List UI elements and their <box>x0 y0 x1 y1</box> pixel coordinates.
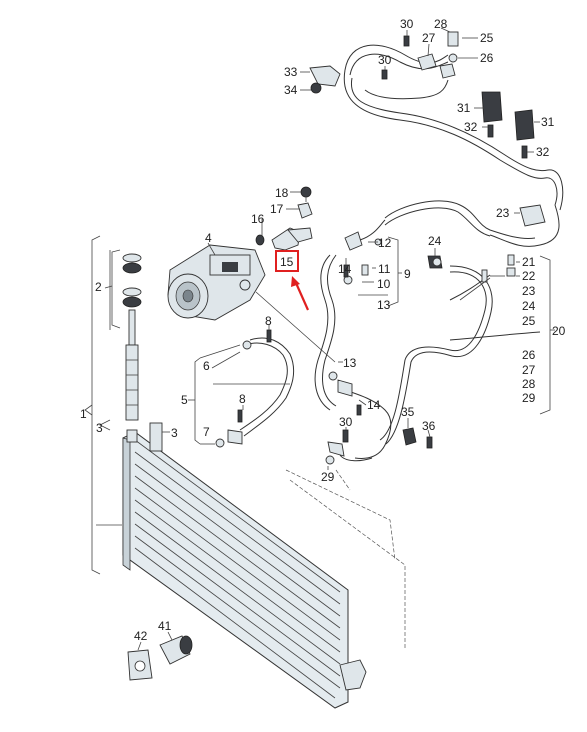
callout-32-left: 32 <box>464 120 478 134</box>
callout-17: 17 <box>270 202 284 216</box>
callout-24: 24 <box>428 234 442 248</box>
callout-10: 10 <box>377 277 391 291</box>
top-right-fittings <box>381 31 459 80</box>
bracket-33 <box>309 65 341 94</box>
callout-22: 22 <box>522 269 536 283</box>
callout-11: 11 <box>378 262 391 276</box>
callout-15: 15 <box>280 255 294 269</box>
callout-26-list: 26 <box>522 348 536 362</box>
leader-lines <box>84 27 555 651</box>
high-pressure-pipe <box>314 254 541 462</box>
callout-20: 20 <box>552 324 566 338</box>
highlight-15 <box>275 250 310 311</box>
clip-24 <box>427 255 443 269</box>
pressure-switch <box>127 635 193 681</box>
suction-hose <box>359 200 536 241</box>
callout-29-list: 29 <box>522 391 536 405</box>
callout-30-top: 30 <box>400 17 414 31</box>
callout-31-right: 31 <box>541 115 555 129</box>
callout-8-lower: 8 <box>239 392 246 406</box>
condenser <box>122 422 367 709</box>
callout-4: 4 <box>205 231 212 245</box>
callout-26: 26 <box>480 51 494 65</box>
callout-33: 33 <box>284 65 298 79</box>
callout-25-list: 25 <box>522 314 536 328</box>
bracket-35 <box>402 427 433 449</box>
callout-27-list: 27 <box>522 363 536 377</box>
callout-8-upper: 8 <box>265 314 272 328</box>
pressure-line-5 <box>239 337 295 437</box>
callout-23-list: 23 <box>522 284 536 298</box>
callout-28: 28 <box>434 17 448 31</box>
callout-30-low: 30 <box>339 415 353 429</box>
callout-3: 3 <box>96 421 103 435</box>
fittings-29-30 <box>325 429 349 465</box>
receiver-drier <box>122 253 142 421</box>
callout-14-upper: 14 <box>338 262 352 276</box>
callout-42: 42 <box>134 629 148 643</box>
callout-6: 6 <box>203 359 210 373</box>
callout-9: 9 <box>404 267 411 281</box>
callout-18: 18 <box>275 186 289 200</box>
callout-24-list: 24 <box>522 299 536 313</box>
upper-pipe-lines <box>343 44 564 247</box>
bolts-8 <box>215 329 272 448</box>
callout-29: 29 <box>321 470 335 484</box>
callout-27: 27 <box>422 31 436 45</box>
compressor <box>167 244 266 321</box>
callout-34: 34 <box>284 83 298 97</box>
callout-12: 12 <box>378 236 392 250</box>
callout-31-left: 31 <box>457 101 471 115</box>
callout-30-mid: 30 <box>378 53 392 67</box>
callout-13-lower: 13 <box>343 356 357 370</box>
callout-3-small: 3 <box>171 426 178 440</box>
bracket-15 <box>271 227 313 251</box>
callout-41: 41 <box>158 619 172 633</box>
callout-14-lower: 14 <box>367 398 381 412</box>
callout-2: 2 <box>95 280 102 294</box>
callout-25: 25 <box>480 31 494 45</box>
callout-21: 21 <box>522 255 536 269</box>
callout-5: 5 <box>181 393 188 407</box>
callout-labels: 1 2 3 3 4 5 6 7 8 8 9 10 11 12 13 13 14 … <box>80 17 566 643</box>
holders-31 <box>481 91 535 159</box>
callout-13-upper: 13 <box>377 298 391 312</box>
valves-21-22 <box>481 254 516 283</box>
callout-1: 1 <box>80 407 87 421</box>
callout-36: 36 <box>422 419 436 433</box>
callout-23-upper: 23 <box>496 206 510 220</box>
callout-7: 7 <box>203 425 210 439</box>
clip-23 <box>519 204 546 227</box>
callout-32-right: 32 <box>536 145 550 159</box>
callout-35: 35 <box>401 405 415 419</box>
callout-16: 16 <box>251 212 265 226</box>
callout-28-list: 28 <box>522 377 536 391</box>
small-fittings <box>255 186 382 416</box>
dashed-routing <box>285 469 406 650</box>
